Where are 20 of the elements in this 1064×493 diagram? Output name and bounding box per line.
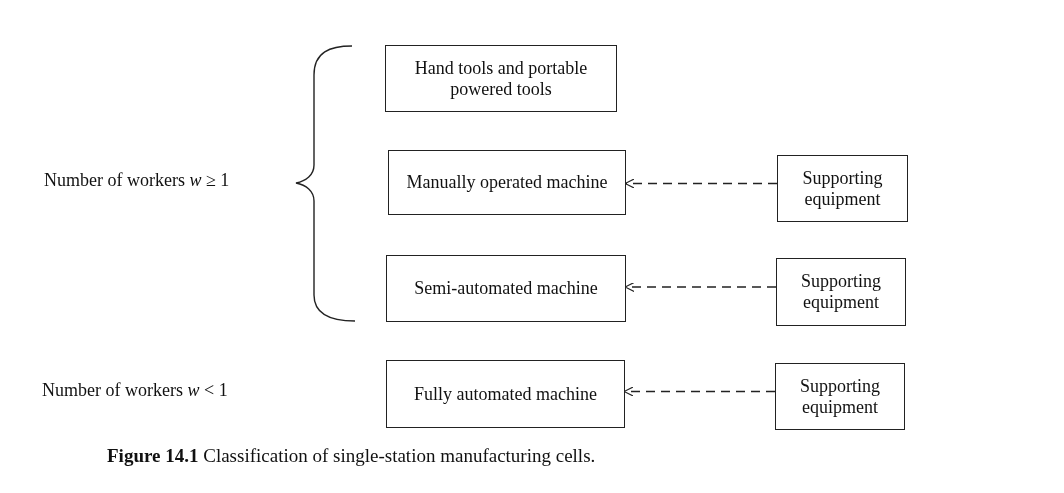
box-text: Manually operated machine xyxy=(406,172,608,193)
group-label: Number of workers w < 1 xyxy=(42,380,228,401)
process-box xyxy=(775,363,905,430)
dashed-arrow xyxy=(623,386,776,397)
box-text: Supporting equipment xyxy=(800,271,882,313)
process-box xyxy=(388,150,626,215)
dashed-arrow xyxy=(624,281,777,293)
figure-caption: Figure 14.1 Classification of single-station manufacturing cells. xyxy=(107,445,596,467)
process-box xyxy=(386,255,626,322)
dashed-arrow xyxy=(624,178,778,189)
box-text: Supporting equipment xyxy=(799,375,881,418)
box-text: Fully automated machine xyxy=(414,383,597,405)
process-box xyxy=(776,258,906,326)
group-label: Number of workers w ≥ 1 xyxy=(44,170,230,191)
process-box xyxy=(385,45,617,112)
box-text: Semi-automated machine xyxy=(414,278,598,299)
process-box xyxy=(386,360,625,428)
process-box xyxy=(777,155,908,222)
box-text: Hand tools and portable powered tools xyxy=(413,57,589,100)
box-text: Supporting equipment xyxy=(801,167,884,210)
